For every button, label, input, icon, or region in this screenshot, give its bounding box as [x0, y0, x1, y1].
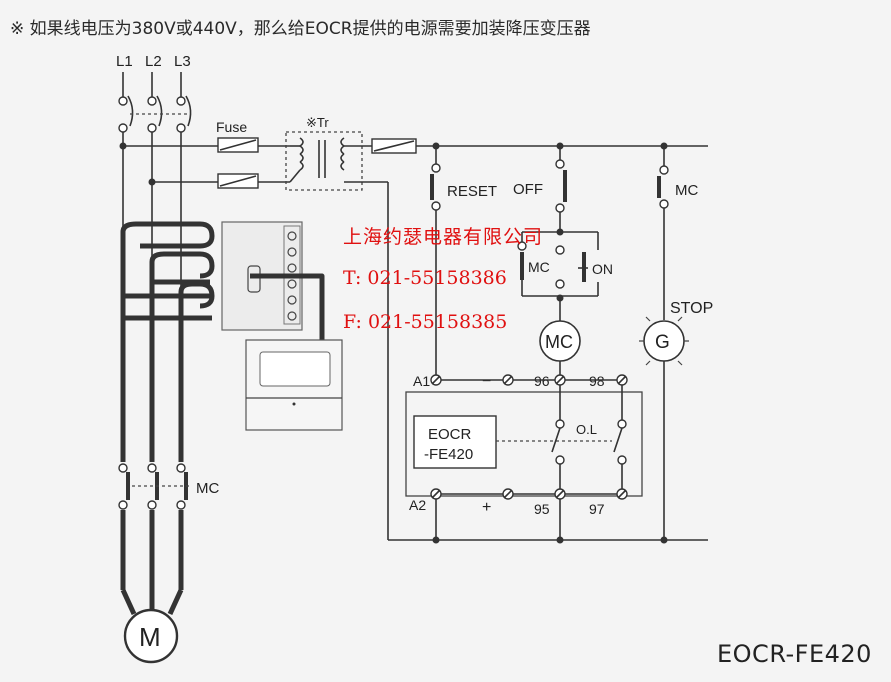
- control-supply: Fuse ※Tr: [119, 115, 708, 541]
- main-contactor: MC: [118, 463, 219, 510]
- model-label: EOCR-FE420: [717, 640, 872, 668]
- header-note: ※ 如果线电压为380V或440V，那么给EOCR提供的电源需要加装降压变压器: [10, 19, 591, 39]
- incoming-breaker: [118, 72, 192, 133]
- label-fuse: Fuse: [216, 119, 247, 135]
- label-l3: L3: [174, 53, 191, 70]
- label-a1: A1: [413, 373, 430, 389]
- eocr-relay-box: A1 A2 − + 96 98 95 97 EOCR -FE420: [405, 373, 668, 544]
- lamp-branch: MC STOP G: [639, 142, 713, 540]
- label-mc-main: MC: [196, 480, 219, 497]
- label-eocr-1: EOCR: [428, 426, 472, 443]
- label-mc-coil: MC: [545, 332, 573, 352]
- label-t95: 95: [534, 501, 550, 517]
- label-minus: −: [482, 373, 491, 390]
- label-t97: 97: [589, 501, 605, 517]
- label-plus: +: [482, 499, 491, 516]
- label-mc-hold: MC: [528, 259, 550, 275]
- label-motor: M: [139, 622, 161, 652]
- label-transformer: ※Tr: [306, 115, 329, 130]
- label-t98: 98: [589, 373, 605, 389]
- label-stop: STOP: [670, 300, 713, 317]
- label-off: OFF: [513, 181, 543, 198]
- label-ol: O.L: [576, 422, 597, 437]
- eocr-display-unit: [245, 339, 343, 431]
- label-lamp: G: [655, 332, 670, 353]
- tel-watermark: T: 021-55158386: [343, 267, 507, 289]
- label-eocr-2: -FE420: [424, 446, 473, 463]
- label-mc-aux: MC: [675, 182, 698, 199]
- motor-feed: M: [120, 510, 184, 664]
- label-on: ON: [592, 261, 613, 277]
- company-watermark: 上海约瑟电器有限公司: [343, 226, 544, 248]
- label-a2: A2: [409, 497, 426, 513]
- eocr-current-module: [221, 221, 325, 340]
- label-l1: L1: [116, 53, 133, 70]
- start-stop-branch: OFF MC ON MC: [513, 142, 613, 380]
- motor-symbol: [123, 608, 179, 664]
- reset-branch: RESET: [430, 142, 497, 380]
- fax-watermark: F: 021-55158385: [343, 311, 508, 333]
- label-l2: L2: [145, 53, 162, 70]
- label-t96: 96: [534, 373, 550, 389]
- label-reset: RESET: [447, 183, 497, 200]
- power-conductors: [120, 132, 215, 462]
